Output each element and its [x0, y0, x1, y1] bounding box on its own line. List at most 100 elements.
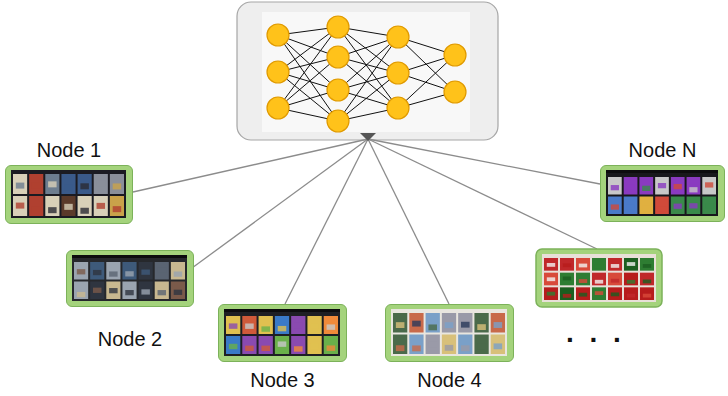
poster-detail	[579, 264, 587, 268]
movie-poster	[94, 196, 108, 216]
movie-poster	[13, 196, 27, 216]
network-area	[262, 12, 470, 132]
movie-poster	[242, 316, 256, 334]
poster-detail	[705, 182, 713, 187]
thumbnail-ground	[224, 309, 340, 356]
poster-detail	[93, 288, 101, 293]
movie-poster	[608, 287, 622, 300]
movie-poster	[155, 262, 169, 280]
movie-poster	[259, 316, 273, 334]
movie-poster	[544, 273, 558, 286]
poster-detail	[445, 322, 454, 328]
poster-detail	[327, 324, 336, 329]
poster-detail	[563, 277, 571, 281]
poster-detail	[141, 270, 149, 275]
movie-poster	[544, 258, 558, 271]
ellipsis-label: . . .	[566, 318, 625, 349]
poster-detail	[461, 322, 470, 328]
poster-detail	[626, 204, 634, 209]
network-link	[398, 37, 455, 92]
movie-poster	[45, 196, 59, 216]
node-label: Node 3	[250, 369, 315, 392]
movie-poster	[576, 258, 590, 271]
thumbnail-header	[224, 309, 340, 312]
network-link	[278, 57, 338, 108]
poster-detail	[705, 203, 713, 208]
poster-detail	[658, 183, 666, 188]
poster-detail	[48, 181, 56, 187]
movie-poster	[474, 335, 488, 355]
movie-poster	[491, 335, 505, 355]
poster-detail	[32, 183, 40, 189]
poster-detail	[579, 279, 587, 283]
poster-detail	[310, 343, 319, 348]
neuron	[267, 24, 289, 46]
neuron	[327, 79, 349, 101]
poster-detail	[32, 207, 40, 213]
poster-detail	[611, 185, 619, 190]
connection-line	[368, 139, 449, 304]
poster-detail	[412, 345, 421, 351]
poster-detail	[396, 322, 405, 328]
movie-poster	[560, 258, 574, 271]
movie-poster	[29, 174, 43, 194]
poster-detail	[327, 345, 336, 350]
connection-line	[368, 139, 597, 249]
poster-detail	[547, 263, 555, 267]
neuron	[267, 97, 289, 119]
movie-poster	[61, 196, 75, 216]
movie-poster	[426, 335, 440, 355]
poster-detail	[174, 271, 182, 276]
movie-poster	[324, 336, 338, 354]
poster-detail	[428, 324, 437, 330]
poster-detail	[278, 326, 287, 331]
poster-detail	[477, 324, 486, 330]
movie-poster	[491, 313, 505, 333]
client-node: Node 3	[218, 304, 347, 362]
movie-poster	[608, 197, 622, 215]
poster-detail	[611, 204, 619, 209]
movie-poster	[608, 258, 622, 271]
thumbnail	[224, 309, 340, 356]
thumbnail-ground	[542, 254, 656, 302]
movie-poster	[576, 287, 590, 300]
poster-detail	[494, 343, 503, 349]
movie-poster	[560, 273, 574, 286]
poster-detail	[547, 292, 555, 296]
poster-detail	[658, 206, 666, 211]
poster-detail	[64, 185, 72, 191]
poster-detail	[158, 267, 166, 272]
movie-poster	[655, 177, 669, 195]
movie-poster	[291, 316, 305, 334]
node-label: Node N	[629, 139, 697, 162]
neuron	[327, 46, 349, 68]
movie-poster	[122, 262, 136, 280]
poster-detail	[547, 277, 555, 281]
movie-poster	[639, 197, 653, 215]
movie-poster	[640, 273, 654, 286]
movie-poster	[78, 174, 92, 194]
thumbnail	[542, 254, 656, 302]
poster-detail	[595, 280, 603, 284]
thumbnail-header	[606, 170, 718, 173]
movie-poster	[106, 262, 120, 280]
client-node: Node 2	[66, 250, 194, 307]
movie-poster	[90, 282, 104, 300]
movie-poster	[393, 313, 407, 333]
connection-line	[285, 139, 368, 304]
poster-detail	[125, 290, 133, 295]
poster-detail	[627, 262, 635, 266]
movie-poster	[13, 174, 27, 194]
poster-detail	[125, 271, 133, 276]
poster-detail	[245, 323, 254, 328]
client-node: Node 1	[5, 165, 133, 224]
poster-detail	[245, 346, 254, 351]
movie-poster	[171, 262, 185, 280]
movie-poster	[29, 196, 43, 216]
movie-poster	[291, 336, 305, 354]
poster-detail	[93, 270, 101, 275]
movie-poster	[592, 258, 606, 271]
poster-detail	[77, 292, 85, 297]
movie-poster	[90, 262, 104, 280]
